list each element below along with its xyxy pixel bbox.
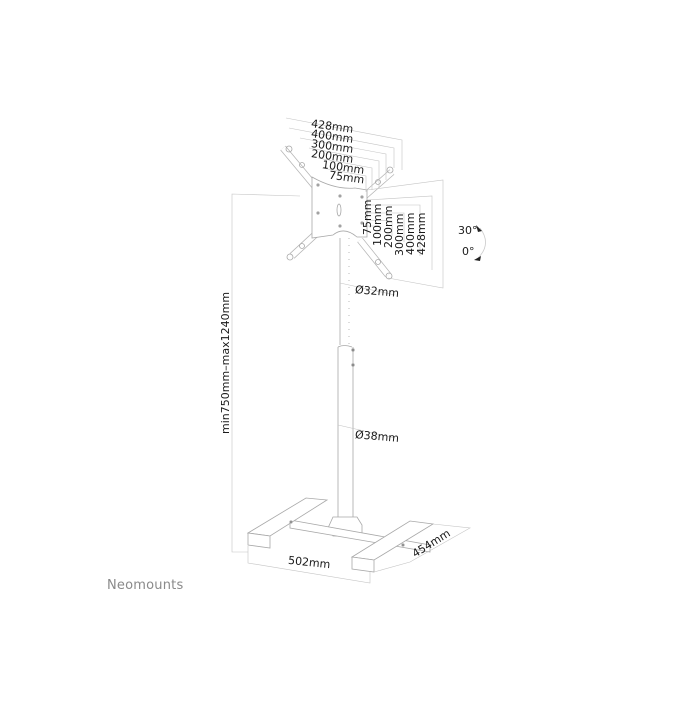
tilt-max-label: 30°: [458, 224, 478, 237]
brand-logo-text: Neomounts: [107, 578, 184, 593]
pole-upper-diameter: Ø32mm: [354, 283, 400, 300]
tilt-min-label: 0°: [462, 245, 475, 258]
pole: [337, 238, 355, 518]
pole-lower-diameter: Ø38mm: [354, 428, 400, 445]
vesa-v-428: 428mm: [415, 212, 428, 255]
dimension-lines: [231, 117, 471, 584]
tilt-arc-icon: [474, 225, 486, 261]
height-range-label: min750mm–max1240mm: [219, 291, 232, 434]
base: [246, 497, 435, 573]
